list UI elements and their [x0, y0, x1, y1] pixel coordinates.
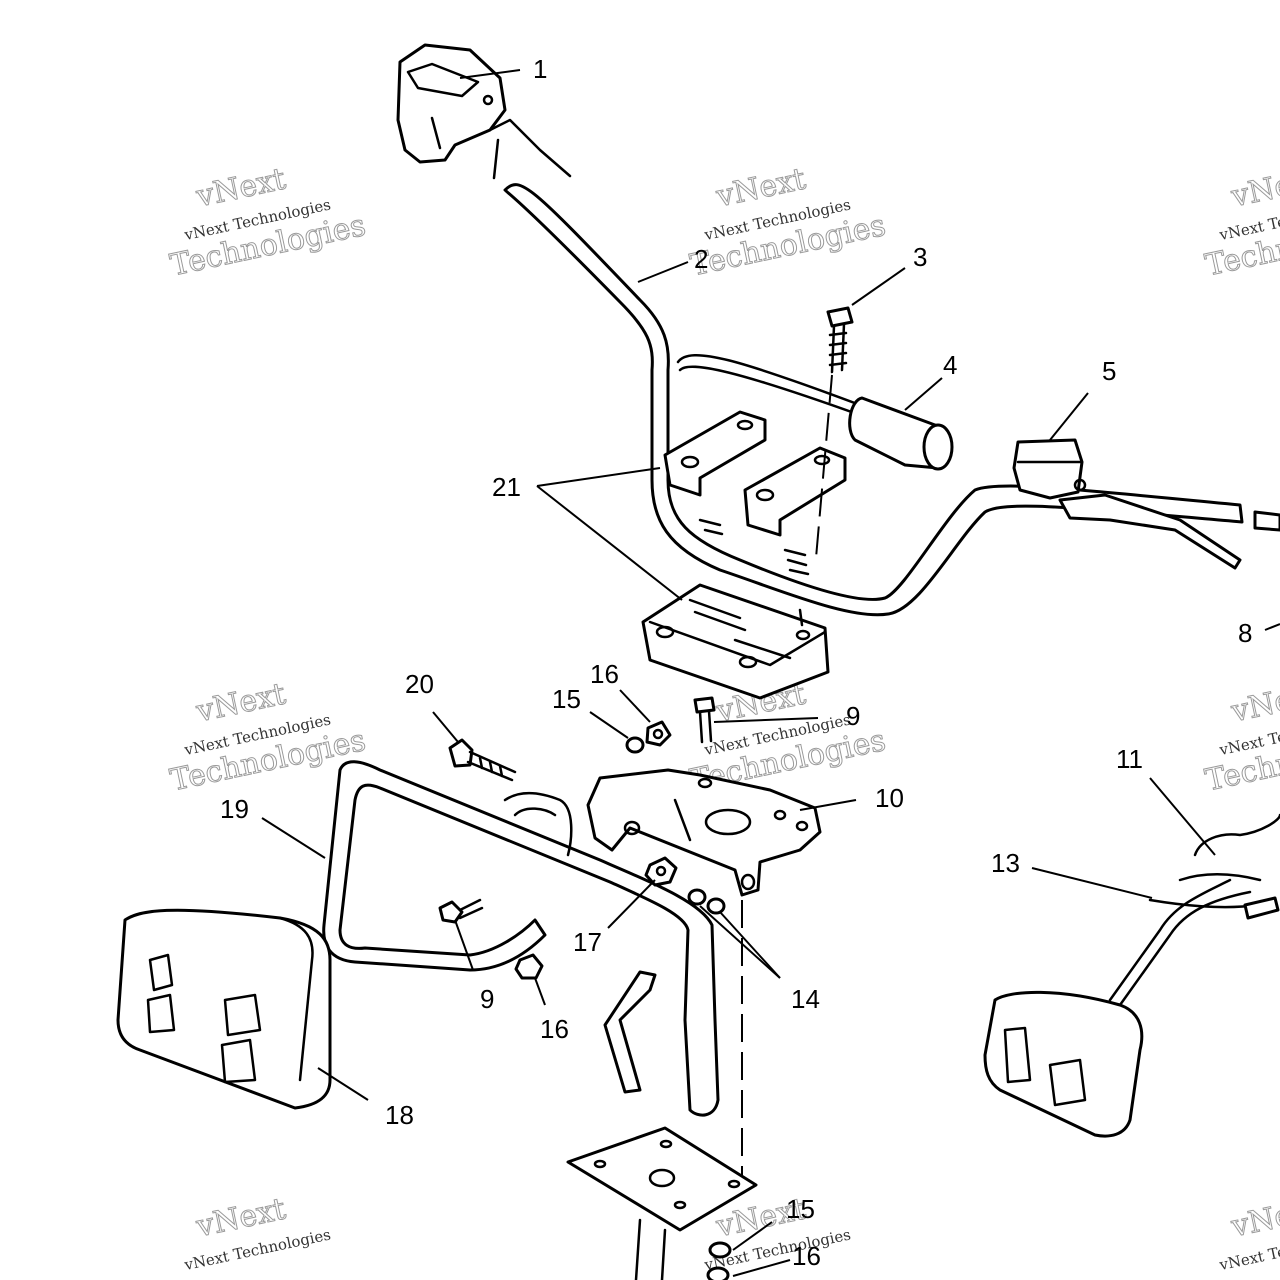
callout-11: 11 [1116, 744, 1143, 774]
callout-17: 17 [573, 927, 602, 957]
callout-5: 5 [1102, 356, 1116, 386]
part-lower-plate [566, 1126, 758, 1280]
part-bolt-3 [826, 306, 854, 374]
callout-3: 3 [913, 242, 927, 272]
part-wiring-harness [1108, 813, 1280, 1007]
part-bolt-20 [448, 738, 517, 782]
part-nut-17 [644, 856, 678, 887]
callout-8: 8 [1238, 618, 1252, 648]
callout-21: 21 [492, 472, 521, 502]
part-brake-lever [1012, 438, 1280, 570]
part-lower-clamp [641, 583, 830, 700]
callout-10: 10 [875, 783, 904, 813]
callout-9-upper: 9 [846, 701, 860, 731]
leader-lines [261, 69, 1280, 1277]
watermark-mid-right: vNext vNext Technologies Technologies [1202, 676, 1280, 799]
callout-15-upper: 15 [552, 684, 581, 714]
watermark-top-left: vNext vNext Technologies Technologies [167, 161, 369, 284]
callout-19: 19 [220, 794, 249, 824]
svg-text:vNext: vNext [1228, 677, 1280, 730]
svg-text:vNext: vNext [1228, 162, 1280, 215]
callout-16-lower: 16 [540, 1014, 569, 1044]
part-mount-bracket [586, 768, 822, 897]
svg-text:vNext: vNext [1228, 1192, 1280, 1245]
part-bolt-9-upper [693, 696, 716, 744]
part-guard-rack [322, 760, 720, 1117]
callout-1: 1 [533, 54, 547, 84]
watermark-mid-left: vNext vNext Technologies Technologies [167, 676, 369, 799]
part-washer-15-upper [625, 736, 645, 754]
watermark-top-right: vNext vNext Technologies Technologies [1202, 161, 1280, 284]
callout-20: 20 [405, 669, 434, 699]
part-handlebar [503, 183, 1244, 617]
watermark-bottom-right: vNext vNext Technologies [1217, 1191, 1280, 1274]
part-headlight-left [116, 908, 332, 1110]
callout-4: 4 [943, 350, 957, 380]
callout-14: 14 [791, 984, 820, 1014]
part-upper-clamps [663, 410, 847, 576]
part-nut-16-upper [645, 720, 672, 747]
part-nut-16-lower-left [514, 953, 544, 980]
callout-2: 2 [694, 244, 708, 274]
callout-13: 13 [991, 848, 1020, 878]
part-bolt-9-lower [438, 898, 484, 924]
callout-18: 18 [385, 1100, 414, 1130]
callouts: 1 2 3 4 5 8 21 9 20 16 15 10 19 11 13 17… [220, 54, 1252, 1271]
callout-15-lower: 15 [786, 1194, 815, 1224]
part-bar-pad [848, 396, 954, 471]
callout-16-upper: 16 [590, 659, 619, 689]
watermark-bottom-left: vNext vNext Technologies [182, 1191, 332, 1274]
part-headlight-right [983, 990, 1144, 1138]
part-switch-housing [396, 43, 572, 180]
callout-16-bottom: 16 [792, 1241, 821, 1271]
callout-9-lower: 9 [480, 984, 494, 1014]
part-washers-14 [687, 888, 726, 915]
